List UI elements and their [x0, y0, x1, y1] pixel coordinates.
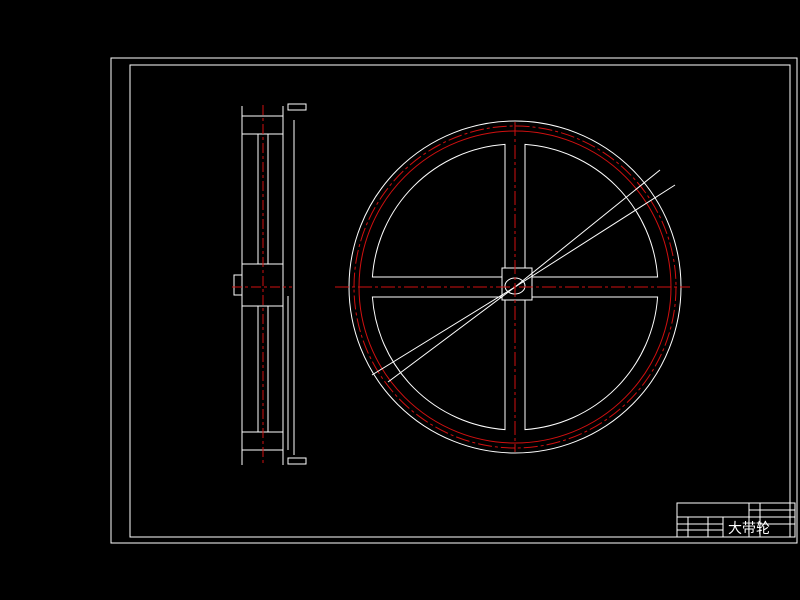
title-block [676, 502, 796, 538]
pulley-front-view [335, 120, 690, 454]
sheet-border-outer [110, 57, 798, 544]
pulley-section-view [232, 103, 307, 465]
part-name-label: 大带轮 [728, 521, 770, 537]
sheet-border-inner [129, 64, 791, 538]
